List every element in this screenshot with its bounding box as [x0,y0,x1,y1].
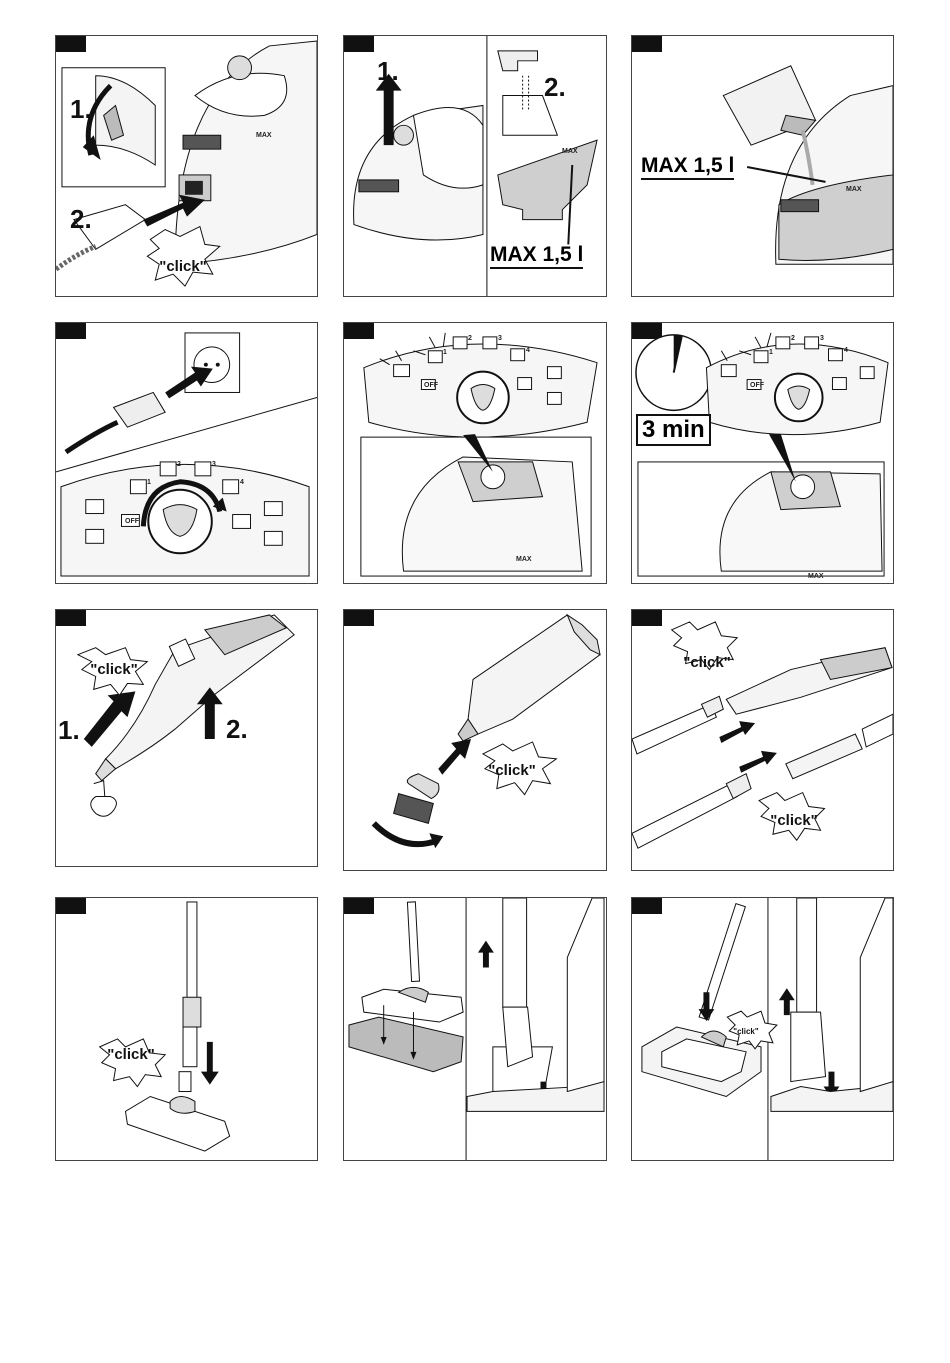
floor-cloth-illustration [344,898,606,1160]
click-text: "click" [726,1023,766,1039]
off-label: OFF [750,382,764,389]
level-4-label: 4 [526,347,530,354]
panel-12-carpet-glider: "click" [631,897,894,1161]
click-burst-top: "click" [674,650,740,674]
max-fill-label: MAX 1,5 l [490,243,583,269]
clock-and-control-panel [632,323,893,583]
level-2-label: 2 [791,335,795,342]
plug-socket-and-control-panel [56,323,317,583]
steam-handle-illustration [56,610,317,866]
level-2-label: 2 [177,461,181,468]
max-mark: MAX [846,186,862,193]
off-label: OFF [424,382,438,389]
panel-7-handle-attachment: 1. 2. "click" [55,609,318,867]
click-text: "click" [476,757,548,783]
click-text: "click" [674,650,740,674]
panel-5-heat-indicator: OFF 1 2 3 4 MAX [343,322,607,584]
click-text: "click" [80,656,148,682]
level-3-label: 3 [212,461,216,468]
panel-9-extension-tubes: "click" "click" [631,609,894,871]
level-2-label: 2 [468,335,472,342]
click-text: "click" [148,251,218,281]
level-1-label: 1 [769,349,773,356]
level-3-label: 3 [820,335,824,342]
max-mark: MAX [808,573,824,580]
panel-1-connect-hose: 1. 2. "click" MAX [55,35,318,297]
panel-8-brush-attachment: "click" [343,609,607,871]
panel-2-fill-water-tank: 1. 2. MAX 1,5 l MAX [343,35,607,297]
step-1-label: 1. [377,56,399,87]
panel-3-pour-water: MAX 1,5 l MAX [631,35,894,297]
step-1-label: 1. [70,94,92,125]
control-panel-blinking-light [344,323,606,583]
click-burst: "click" [96,1041,166,1067]
panel-11-attach-floor-cloth [343,897,607,1161]
level-3-label: 3 [498,335,502,342]
heat-up-time-label: 3 min [636,414,711,446]
click-burst: "click" [726,1023,766,1039]
panel-6-heat-up-time: 3 min OFF 1 2 3 4 MAX [631,322,894,584]
step-2-label: 2. [544,72,566,103]
max-mark: MAX [516,556,532,563]
level-4-label: 4 [844,347,848,354]
click-burst-bottom: "click" [760,808,828,832]
max-mark: MAX [256,132,272,139]
off-label: OFF [125,518,139,525]
max-fill-label: MAX 1,5 l [641,154,734,180]
click-burst: "click" [476,757,548,783]
step-2-label: 2. [226,714,248,745]
max-mark: MAX [562,148,578,155]
round-brush-illustration [344,610,606,870]
panel-4-plug-in-and-dial: OFF 1 2 3 4 [55,322,318,584]
click-burst: "click" [148,251,218,281]
level-1-label: 1 [443,349,447,356]
level-1-label: 1 [147,479,151,486]
click-burst: "click" [80,656,148,682]
floor-nozzle-illustration [56,898,317,1160]
click-text: "click" [760,808,828,832]
panel-10-floor-nozzle: "click" [55,897,318,1161]
step-2-label: 2. [70,204,92,235]
step-1-label: 1. [58,715,80,746]
click-text: "click" [96,1041,166,1067]
level-4-label: 4 [240,479,244,486]
